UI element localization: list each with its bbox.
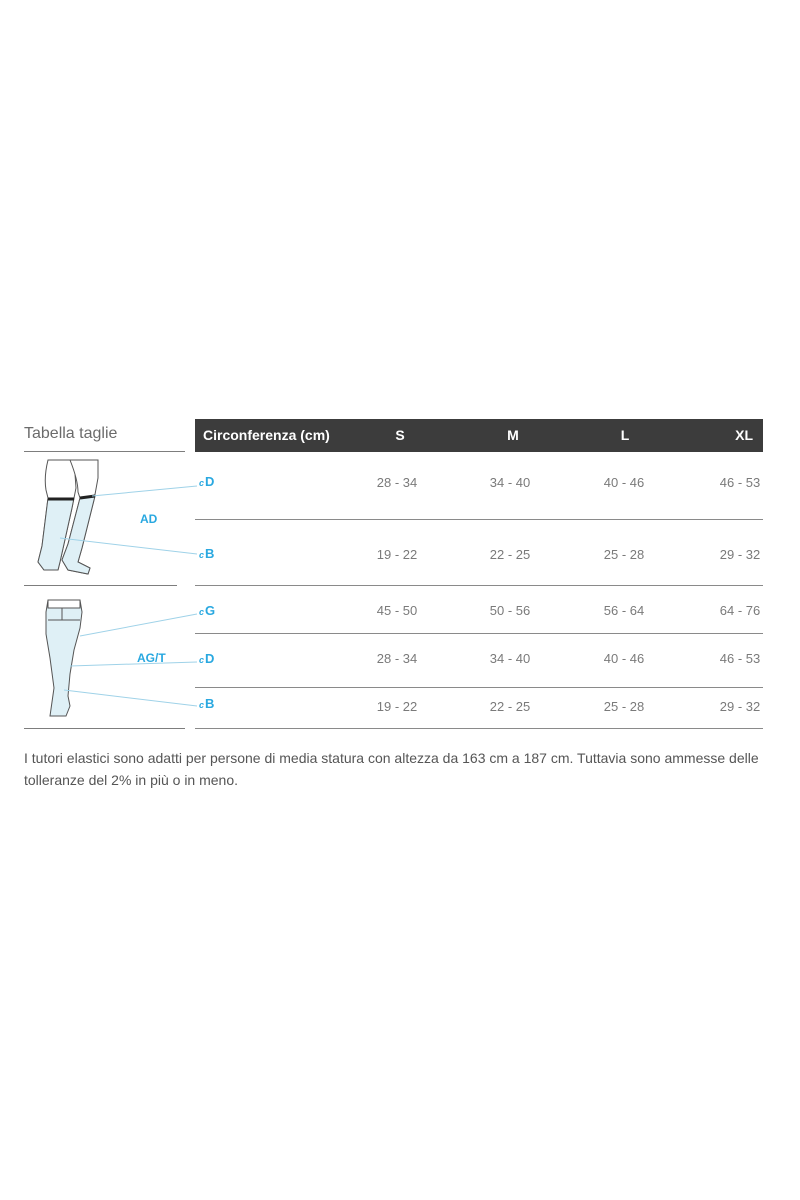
row-code: cD: [199, 651, 215, 666]
table-cell: 34 - 40: [489, 475, 531, 490]
table-cell: 19 - 22: [376, 547, 418, 562]
table-cell: 19 - 22: [376, 699, 418, 714]
table-cell: 46 - 53: [719, 475, 761, 490]
row-code: cD: [199, 474, 215, 489]
table-cell: 56 - 64: [603, 603, 645, 618]
row-divider: [195, 687, 763, 688]
thigh-stocking-leg-illustration-icon: [45, 599, 83, 717]
table-cell: 45 - 50: [376, 603, 418, 618]
table-cell: 25 - 28: [603, 699, 645, 714]
table-cell: 50 - 56: [489, 603, 531, 618]
table-cell: 29 - 32: [719, 699, 761, 714]
table-cell: 40 - 46: [603, 475, 645, 490]
table-bottom-left: [24, 728, 185, 729]
header-size-m: M: [507, 427, 519, 443]
row-divider: [195, 585, 763, 586]
table-cell: 25 - 28: [603, 547, 645, 562]
table-cell: 22 - 25: [489, 699, 531, 714]
table-cell: 46 - 53: [719, 651, 761, 666]
table-cell: 40 - 46: [603, 651, 645, 666]
row-divider: [195, 633, 763, 634]
table-cell: 64 - 76: [719, 603, 761, 618]
row-code: cB: [199, 696, 215, 711]
table-cell: 34 - 40: [489, 651, 531, 666]
group-label-agt: AG/T: [137, 651, 166, 665]
group-separator: [24, 585, 177, 586]
group-label-ad: AD: [140, 512, 158, 526]
table-cell: 29 - 32: [719, 547, 761, 562]
row-code: cB: [199, 546, 215, 561]
title-underline: [24, 451, 185, 452]
table-header: Circonferenza (cm) S M L XL: [195, 419, 763, 452]
header-size-l: L: [620, 427, 630, 443]
table-bottom: [195, 728, 763, 729]
size-chart-title: Tabella taglie: [24, 425, 118, 442]
row-code: cG: [199, 603, 216, 618]
header-size-s: S: [395, 427, 405, 443]
table-cell: 22 - 25: [489, 547, 531, 562]
header-circonferenza: Circonferenza (cm): [203, 427, 330, 443]
table-cell: 28 - 34: [376, 475, 418, 490]
row-divider: [195, 519, 763, 520]
table-cell: 28 - 34: [376, 651, 418, 666]
header-size-xl: XL: [735, 427, 753, 443]
sizing-note: I tutori elastici sono adatti per person…: [24, 750, 759, 788]
